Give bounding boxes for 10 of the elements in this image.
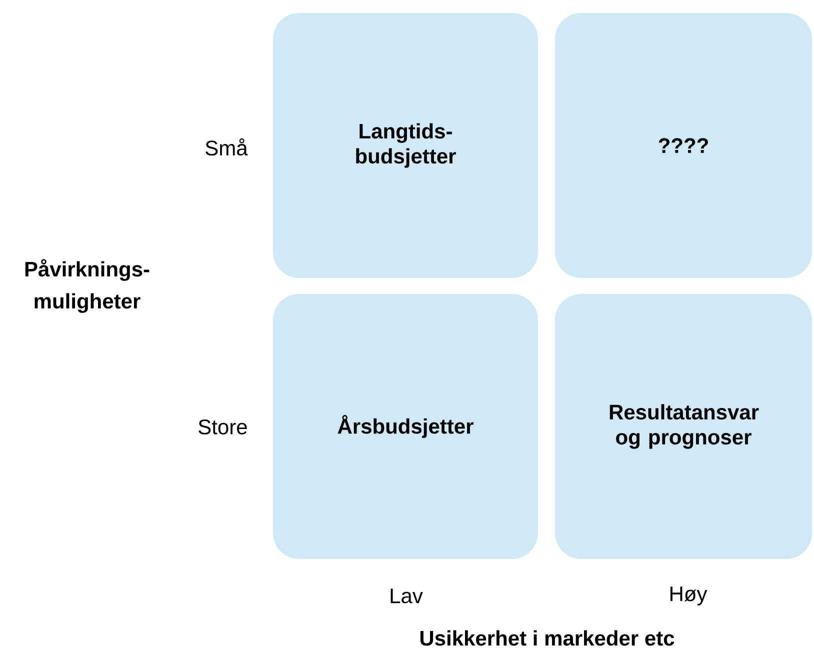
axis-label: Lav xyxy=(390,588,423,604)
quadrant-box: ???? xyxy=(555,13,812,278)
axis-title: Påvirknings- muligheter xyxy=(25,259,150,313)
quadrant-box: Resultatansvar og prognoser xyxy=(555,294,812,559)
axis-label: Høy xyxy=(670,586,708,606)
axis-label: Store xyxy=(198,420,247,434)
quadrant-box: Langtids- budsjetter xyxy=(273,13,538,278)
axis-label: Små xyxy=(206,138,248,156)
axis-title: Usikkerhet i markeder etc xyxy=(420,630,674,646)
quadrant-box: Årsbudsjetter xyxy=(273,294,538,559)
